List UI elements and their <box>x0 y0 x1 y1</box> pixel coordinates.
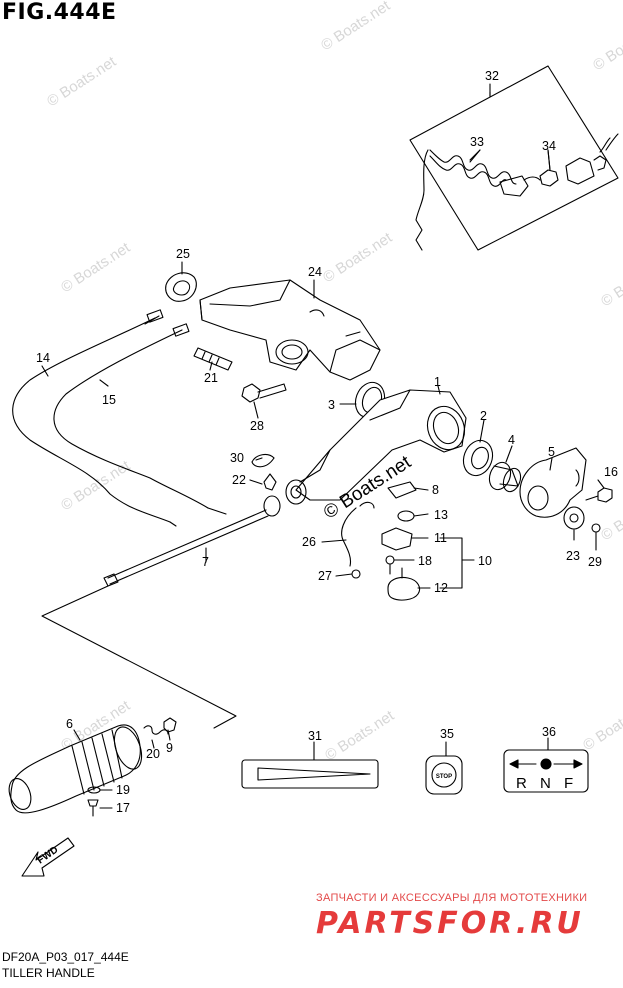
figure-code: DF20A_P03_017_444E <box>2 950 129 964</box>
part-labels: 32 33 34 25 24 21 28 3 1 2 4 5 16 30 22 … <box>36 69 618 815</box>
screw-part <box>591 523 601 533</box>
friction-lever-part <box>519 447 587 518</box>
decal-part <box>241 759 379 789</box>
part-label: 35 <box>440 727 454 741</box>
part-label: 6 <box>66 717 73 731</box>
figure-title: FIG.444E <box>2 0 117 25</box>
part-label: 34 <box>542 139 556 153</box>
part-label: 28 <box>250 419 264 433</box>
throttle-shaft-part <box>103 495 281 587</box>
shift-letter: F <box>564 775 573 792</box>
part-label: 27 <box>318 569 332 583</box>
ring-part <box>251 453 275 463</box>
part-label: 21 <box>204 371 218 385</box>
washer-part <box>397 510 415 522</box>
clip-part <box>263 473 277 491</box>
bolt-part <box>241 383 287 403</box>
part-label: 11 <box>434 531 447 545</box>
emergency-stop-kit-box <box>409 65 619 251</box>
tiller-arm-part <box>285 389 467 505</box>
shift-letter: N <box>540 775 551 792</box>
knob-part <box>387 576 421 601</box>
washer-part <box>563 506 585 530</box>
bolt-part <box>597 487 613 503</box>
part-label: 4 <box>508 433 515 447</box>
part-label: 22 <box>232 473 246 487</box>
part-label: 33 <box>470 135 484 149</box>
shift-letter: R <box>516 775 527 792</box>
screw-part <box>385 555 395 565</box>
block-part <box>381 527 413 551</box>
screw-part <box>87 799 99 807</box>
plate-part <box>387 481 417 499</box>
part-label: 25 <box>176 247 190 261</box>
seal-part <box>462 439 494 477</box>
screw-part <box>163 717 177 733</box>
figure-name: TILLER HANDLE <box>2 966 95 980</box>
shift-decal-part <box>503 749 589 793</box>
stop-decal-part <box>425 755 463 795</box>
part-label: 16 <box>604 465 618 479</box>
part-label: 3 <box>328 398 335 412</box>
screw-part <box>351 569 361 579</box>
part-label: 2 <box>480 409 487 423</box>
part-label: 9 <box>166 741 173 755</box>
fwd-arrow <box>21 837 75 877</box>
part-label: 18 <box>418 554 432 568</box>
pin-part <box>193 347 233 371</box>
part-label: 1 <box>434 375 441 389</box>
part-label: 31 <box>308 729 322 743</box>
stop-decal-text: STOP <box>436 774 452 780</box>
throttle-grip-part <box>8 724 143 814</box>
part-label: 7 <box>202 555 209 569</box>
part-label: 24 <box>308 265 322 279</box>
throttle-cable-part <box>12 309 227 527</box>
part-label: 12 <box>434 581 448 595</box>
part-label: 17 <box>116 801 130 815</box>
part-label: 15 <box>102 393 116 407</box>
part-label: 23 <box>566 549 580 563</box>
part-label: 29 <box>588 555 602 569</box>
spring-part <box>341 507 357 567</box>
part-label: 20 <box>146 747 160 761</box>
leader-lines <box>41 83 605 809</box>
tiller-bracket-part <box>199 279 381 381</box>
part-label: 30 <box>230 451 244 465</box>
part-label: 36 <box>542 725 556 739</box>
part-label: 5 <box>548 445 555 459</box>
part-label: 26 <box>302 535 316 549</box>
part-label: 13 <box>434 508 448 522</box>
part-label: 32 <box>485 69 499 83</box>
brand-logo: PARTSFOR.RU <box>316 906 584 941</box>
part-label: 14 <box>36 351 50 365</box>
part-label: 19 <box>116 783 130 797</box>
brand-tagline: ЗАПЧАСТИ И АКСЕССУАРЫ ДЛЯ МОТОТЕХНИКИ <box>316 892 588 904</box>
part-label: 10 <box>478 554 492 568</box>
part-label: 8 <box>432 483 439 497</box>
bushing-part <box>488 461 522 493</box>
grommet-part <box>165 272 197 302</box>
